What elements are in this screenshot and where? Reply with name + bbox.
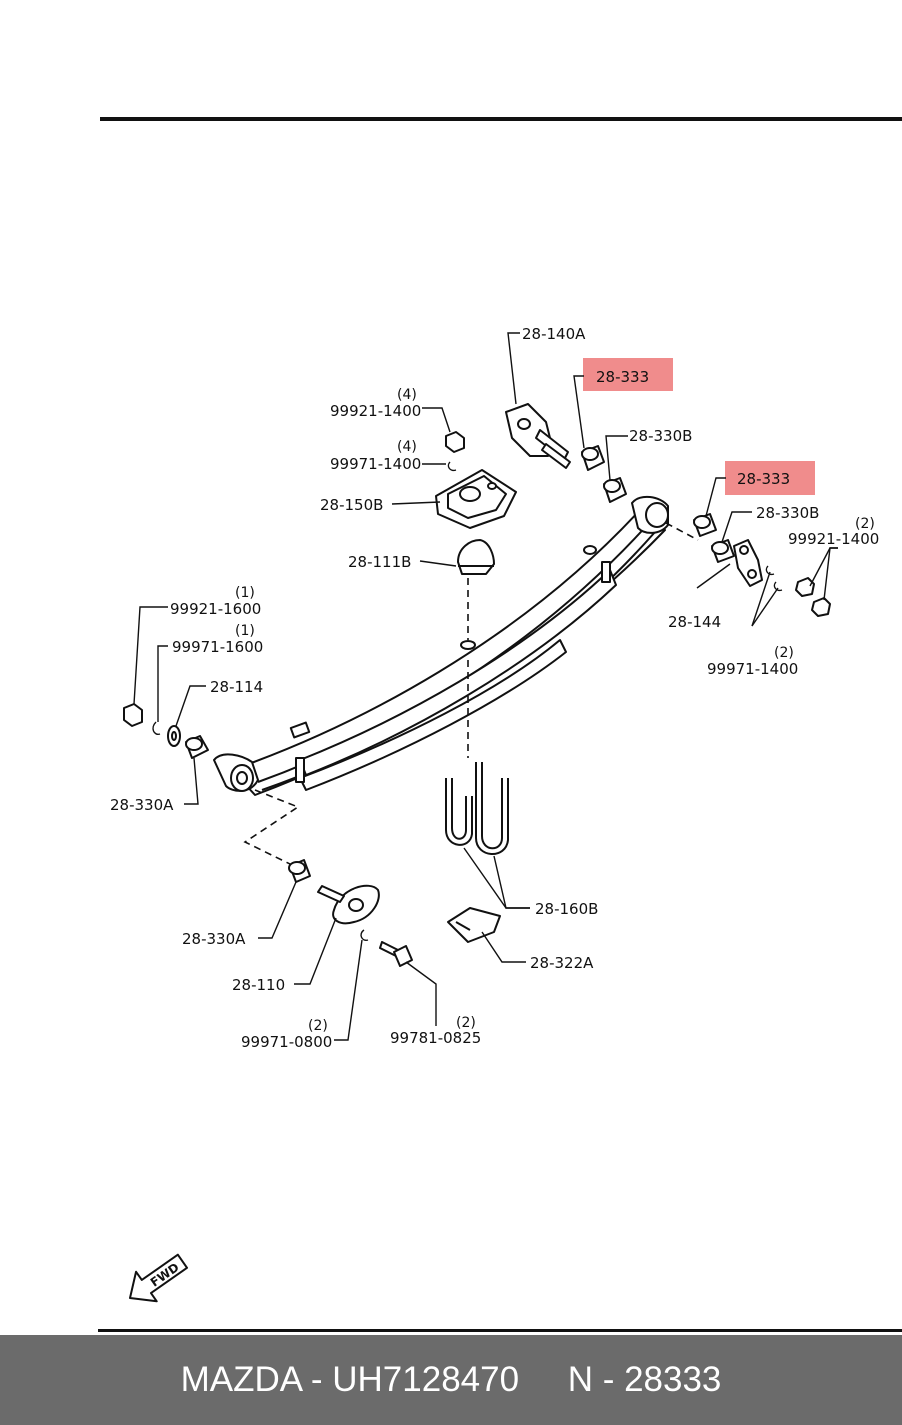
washers-99971-1400-right (765, 565, 783, 592)
label-28-330b-right: 28-330B (756, 504, 819, 522)
highlight-28-333-right (725, 461, 815, 495)
label-28-333-top: 28-333 (596, 368, 649, 386)
label-99921-1600: 99921-1600 (170, 600, 261, 618)
label-28-111b: 28-111B (348, 553, 411, 571)
label-99971-1400-left: 99971-1400 (330, 455, 421, 473)
spring-seat-28-150b (435, 469, 517, 529)
footer-reference: N - 28333 (567, 1360, 722, 1399)
fwd-arrow-icon: FWD (129, 1253, 189, 1303)
rear-eye-path (665, 522, 699, 541)
label-99971-1600: 99971-1600 (172, 638, 263, 656)
label-28-322a: 28-322A (530, 954, 594, 972)
footer-gap (519, 1360, 568, 1400)
bottom-rule (98, 1329, 902, 1332)
label-28-144: 28-144 (668, 613, 721, 631)
label-99971-0800: 99971-0800 (241, 1033, 332, 1051)
spacer-28-322a (447, 907, 501, 943)
label-99921-1400-right: 99921-1400 (788, 530, 879, 548)
parts-diagram: 28-140A 28-333 28-330B 28-333 28-330B (4… (98, 117, 902, 1332)
bushing-28-333-top (581, 445, 605, 471)
label-28-160b: 28-160B (535, 900, 598, 918)
qty-99971-0800: (2) (308, 1018, 328, 1034)
shackle-28-144 (733, 539, 763, 587)
leaf-spring (213, 495, 669, 796)
label-28-114: 28-114 (210, 678, 263, 696)
label-28-333-right: 28-333 (737, 470, 790, 488)
label-99921-1400-left: 99921-1400 (330, 402, 421, 420)
qty-99921-1400-left: (4) (397, 387, 417, 403)
washer-28-114 (167, 725, 181, 747)
hanger-plate-28-110 (317, 884, 380, 925)
hanger-bracket-28-140a (505, 403, 571, 469)
label-28-330a-left: 28-330A (110, 796, 174, 814)
washer-99971-1400-top (447, 461, 457, 472)
label-28-140a: 28-140A (522, 325, 586, 343)
footer-bar: MAZDA - UH7128470 N - 28333 (0, 1335, 902, 1425)
qty-99971-1400-left: (4) (397, 439, 417, 455)
bushing-28-330b-right (711, 539, 735, 563)
bushing-28-330a-lower (288, 859, 311, 883)
bushing-28-330b-top (603, 477, 627, 503)
leader-lines (133, 332, 838, 1041)
nut-99921-1600 (123, 703, 143, 727)
label-28-150b: 28-150B (320, 496, 383, 514)
qty-99971-1400-right: (2) (774, 645, 794, 661)
label-28-330a-lower: 28-330A (182, 930, 246, 948)
washer-99971-0800 (360, 929, 369, 942)
u-bolts-28-160b (445, 762, 509, 855)
front-eye-path (243, 789, 300, 867)
label-28-110: 28-110 (232, 976, 285, 994)
label-99971-1400-right: 99971-1400 (707, 660, 798, 678)
qty-99921-1400-right: (2) (855, 516, 875, 532)
bushing-28-333-right (693, 513, 717, 537)
footer-part-number: MAZDA - UH7128470 (180, 1360, 520, 1399)
bushing-28-330a-left (185, 735, 209, 759)
label-28-330b-top: 28-330B (629, 427, 692, 445)
bump-stopper-28-111b (457, 539, 495, 575)
bolt-99781-0825 (379, 941, 413, 967)
qty-99971-1600: (1) (235, 623, 255, 639)
highlight-28-333-top (583, 358, 673, 391)
label-99781-0825: 99781-0825 (390, 1029, 481, 1047)
washer-99971-1600 (152, 721, 161, 735)
qty-99781-0825: (2) (456, 1015, 476, 1031)
top-rule (100, 117, 902, 121)
qty-99921-1600: (1) (235, 585, 255, 601)
nut-99921-1400-top (445, 431, 465, 453)
